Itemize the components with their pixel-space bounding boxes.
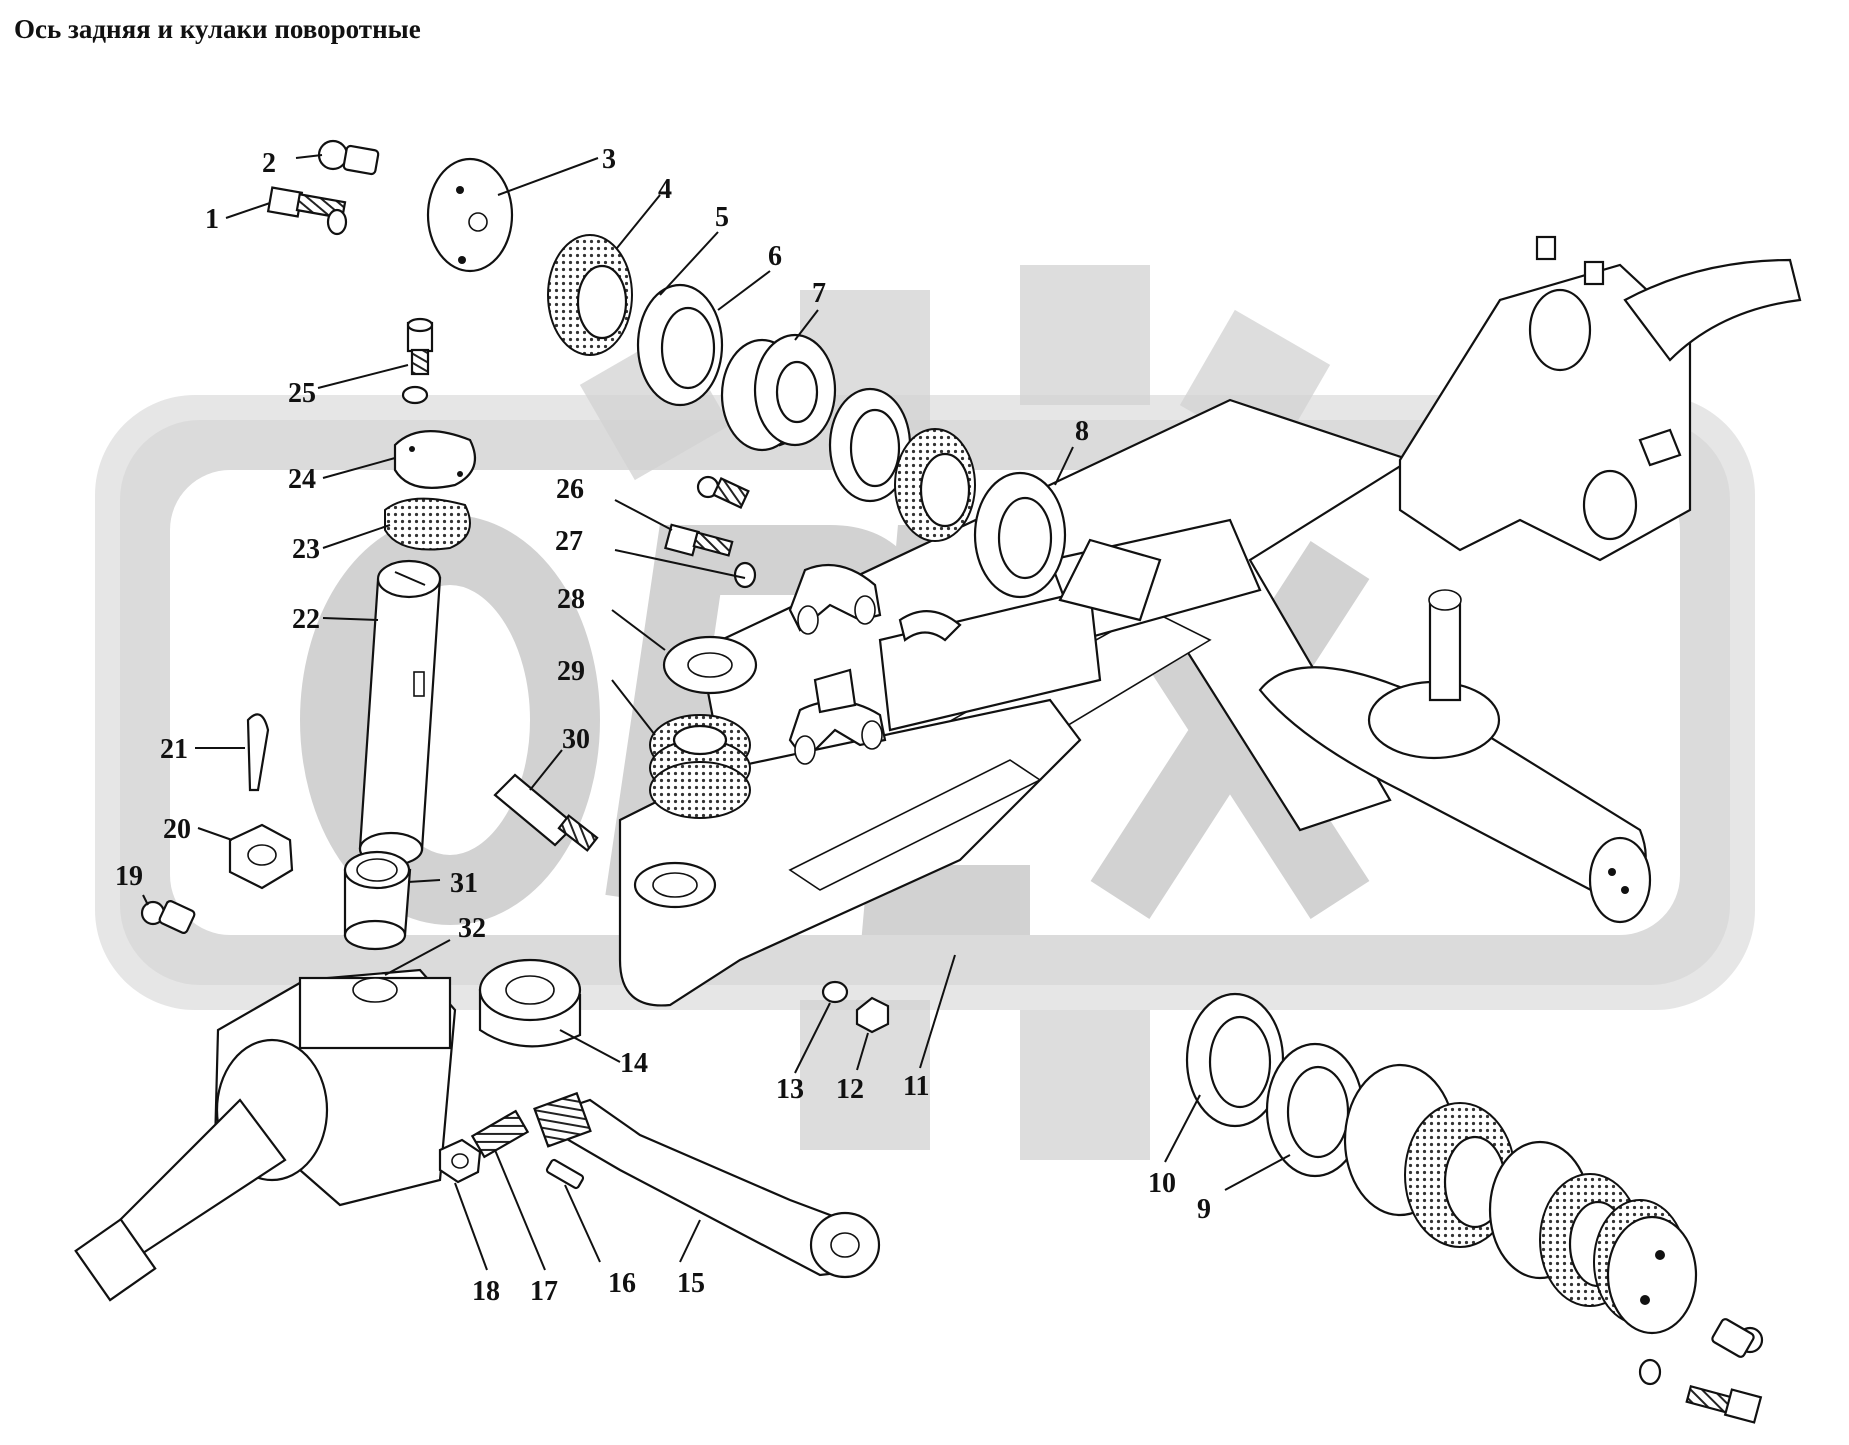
part-gasket-23	[384, 497, 471, 551]
part-nut-18	[438, 1138, 482, 1184]
callout-22: 22	[292, 604, 320, 635]
part-plate-24	[393, 430, 477, 489]
part-clamp-half	[898, 610, 962, 642]
part-bushing-31	[343, 850, 412, 951]
callout-30: 30	[562, 724, 590, 755]
callout-18: 18	[472, 1276, 500, 1307]
part-washer-7b	[828, 387, 912, 503]
part-washer-8	[973, 471, 1067, 599]
callout-13: 13	[776, 1074, 804, 1105]
part-bearing-7	[720, 333, 837, 452]
part-pin-30	[493, 773, 599, 852]
callout-23: 23	[292, 534, 320, 565]
part-grease-fitting-26b	[696, 475, 750, 509]
part-washer-5	[636, 283, 724, 407]
callout-1: 1	[205, 204, 219, 235]
callout-31: 31	[450, 868, 478, 899]
callout-5: 5	[715, 202, 729, 233]
part-key-16	[545, 1158, 585, 1190]
part-grease-fitting-19	[140, 900, 196, 934]
leader-lines	[142, 154, 1291, 1271]
callout-12: 12	[836, 1074, 864, 1105]
steering-knuckle-right	[1398, 235, 1802, 562]
callout-26: 26	[556, 474, 584, 505]
part-lever-15	[533, 1091, 881, 1279]
callout-numbers: 1 2 3 4 5 6 7 8 9 10 11 12 13 14 15 16 1…	[115, 144, 1211, 1307]
part-bolt-25	[401, 317, 434, 405]
callout-17: 17	[530, 1276, 558, 1307]
callout-9: 9	[1197, 1194, 1211, 1225]
callout-6: 6	[768, 241, 782, 272]
page-title: Ось задняя и кулаки поворотные	[14, 14, 421, 44]
callout-14: 14	[620, 1048, 648, 1079]
part-ring-14	[478, 958, 582, 1048]
part-bearing-stack-lower	[1343, 1063, 1698, 1335]
part-cotter-pin-21	[246, 713, 270, 792]
callout-16: 16	[608, 1268, 636, 1299]
callout-32: 32	[458, 913, 486, 944]
callout-29: 29	[557, 656, 585, 687]
part-castle-nut-20	[228, 823, 294, 890]
part-bushing-4b	[894, 428, 976, 542]
part-clamp-lower	[788, 668, 887, 765]
part-cover-3	[426, 157, 514, 273]
callout-4: 4	[658, 174, 672, 205]
part-stud-17	[470, 1109, 530, 1159]
callout-27: 27	[555, 526, 583, 557]
callout-28: 28	[557, 584, 585, 615]
callout-10: 10	[1148, 1168, 1176, 1199]
callout-8: 8	[1075, 416, 1089, 447]
part-spring-29	[649, 714, 751, 819]
part-lock-washer-1	[326, 208, 348, 236]
callout-2: 2	[262, 148, 276, 179]
part-washer-10	[1185, 992, 1285, 1128]
callout-21: 21	[160, 734, 188, 765]
part-washer-27	[733, 561, 757, 589]
callout-24: 24	[288, 464, 316, 495]
part-washer-28	[662, 635, 758, 695]
part-washer-13	[821, 980, 849, 1004]
callout-11: 11	[903, 1071, 929, 1102]
callout-19: 19	[115, 861, 143, 892]
part-bolt-26	[664, 523, 734, 557]
callout-3: 3	[602, 144, 616, 175]
callout-7: 7	[812, 278, 826, 309]
part-clamp-upper	[788, 563, 882, 635]
part-grease-fitting-lower	[1711, 1318, 1764, 1358]
part-bolt-lower	[1638, 1358, 1763, 1424]
part-grease-fitting-2	[317, 139, 380, 176]
callout-25: 25	[288, 378, 316, 409]
part-nut-12	[855, 996, 890, 1034]
callout-20: 20	[163, 814, 191, 845]
callout-15: 15	[677, 1268, 705, 1299]
part-bushing-4	[547, 234, 633, 356]
steering-knuckle-left	[74, 968, 457, 1302]
